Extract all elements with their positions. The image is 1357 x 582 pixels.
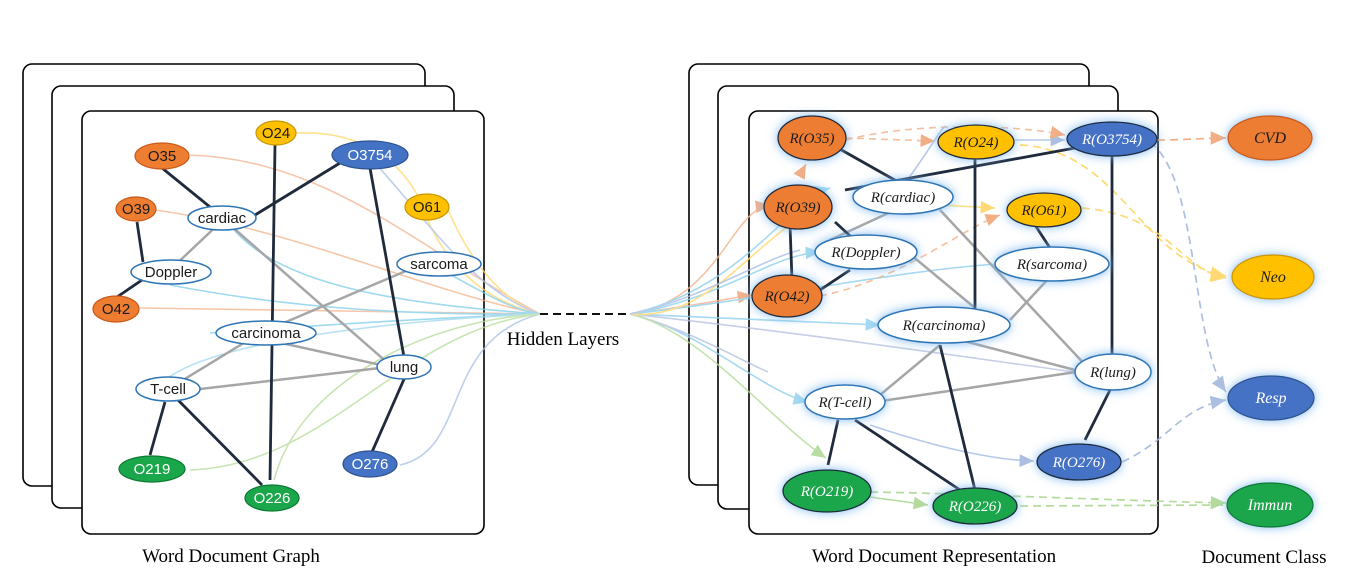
svg-text:O42: O42 (102, 301, 130, 318)
svg-text:R(Doppler): R(Doppler) (830, 245, 900, 261)
svg-text:cardiac: cardiac (198, 210, 247, 227)
svg-text:R(O219): R(O219) (800, 484, 854, 500)
repr-node-sarcoma: R(sarcoma) (994, 246, 1110, 282)
repr-node-doppler: R(Doppler) (814, 234, 918, 270)
svg-text:T-cell: T-cell (150, 381, 186, 398)
left-caption: Word Document Graph (142, 546, 320, 567)
node-o39: O39 (115, 196, 157, 222)
svg-text:R(O24): R(O24) (953, 135, 999, 151)
svg-text:O276: O276 (352, 456, 389, 473)
node-cardiac: cardiac (187, 205, 257, 231)
svg-text:R(O35): R(O35) (789, 131, 835, 147)
repr-node-lung: R(lung) (1074, 353, 1152, 391)
svg-text:O61: O61 (413, 199, 441, 216)
node-o42: O42 (92, 295, 140, 323)
repr-node-o3754: R(O3754) (1066, 121, 1158, 157)
class-resp: Resp (1227, 375, 1315, 421)
svg-text:Resp: Resp (1254, 390, 1286, 407)
classes-caption: Document Class (1201, 547, 1326, 568)
svg-text:Doppler: Doppler (145, 264, 198, 281)
svg-text:R(T-cell): R(T-cell) (817, 395, 871, 411)
svg-text:R(O226): R(O226) (948, 499, 1002, 515)
node-carcinoma: carcinoma (215, 320, 317, 346)
svg-text:sarcoma: sarcoma (410, 256, 468, 273)
svg-text:carcinoma: carcinoma (231, 325, 301, 342)
svg-text:R(carcinoma): R(carcinoma) (902, 318, 986, 334)
svg-text:R(O42): R(O42) (764, 289, 810, 305)
svg-text:lung: lung (390, 359, 418, 376)
svg-text:Neo: Neo (1259, 269, 1286, 286)
node-o226: O226 (244, 484, 300, 512)
class-arrows (869, 131, 1227, 510)
repr-node-cardiac: R(cardiac) (852, 179, 954, 215)
repr-node-o39: R(O39) (763, 184, 833, 230)
class-immun: Immun (1226, 482, 1314, 528)
repr-node-o61: R(O61) (1006, 192, 1082, 228)
svg-text:Immun: Immun (1247, 497, 1292, 514)
hidden-layers-label: Hidden Layers (507, 329, 619, 350)
right-graph-nodes: R(O35) R(O24) R(O3754) R(O39) R(cardiac)… (751, 115, 1158, 525)
svg-text:O35: O35 (148, 148, 176, 165)
repr-node-o226: R(O226) (932, 487, 1018, 525)
svg-text:R(O39): R(O39) (775, 200, 821, 216)
node-lung: lung (376, 354, 432, 380)
node-o35: O35 (134, 142, 190, 170)
document-class-nodes: CVD Neo Resp Immun (1226, 115, 1315, 528)
svg-text:O3754: O3754 (347, 147, 392, 164)
node-doppler: Doppler (130, 259, 212, 285)
svg-text:R(O61): R(O61) (1021, 203, 1067, 219)
repr-node-o276: R(O276) (1036, 443, 1122, 481)
svg-text:R(sarcoma): R(sarcoma) (1016, 257, 1087, 273)
left-flow-curves (139, 132, 541, 481)
node-tcell: T-cell (135, 376, 201, 402)
svg-text:R(lung): R(lung) (1089, 365, 1136, 381)
right-caption: Word Document Representation (812, 546, 1057, 567)
repr-node-o24: R(O24) (937, 124, 1015, 160)
svg-text:R(cardiac): R(cardiac) (870, 190, 935, 206)
repr-node-o42: R(O42) (751, 274, 823, 318)
svg-text:O39: O39 (122, 201, 150, 218)
repr-node-o219: R(O219) (782, 469, 872, 513)
svg-text:O226: O226 (254, 490, 291, 507)
svg-text:R(O3754): R(O3754) (1081, 132, 1142, 148)
node-o61: O61 (404, 193, 450, 221)
node-o24: O24 (255, 120, 297, 146)
svg-text:CVD: CVD (1254, 130, 1286, 147)
class-cvd: CVD (1227, 115, 1313, 161)
svg-text:O219: O219 (134, 461, 171, 478)
repr-node-carcinoma: R(carcinoma) (877, 306, 1011, 344)
node-sarcoma: sarcoma (396, 251, 482, 277)
left-graph-nodes: O35 O24 O3754 O39 cardiac O61 Doppler s (92, 120, 482, 512)
node-o3754: O3754 (331, 140, 409, 170)
node-o219: O219 (118, 455, 186, 483)
repr-node-o35: R(O35) (777, 115, 847, 161)
node-o276: O276 (342, 450, 398, 478)
svg-text:O24: O24 (262, 125, 290, 142)
svg-text:R(O276): R(O276) (1052, 455, 1106, 471)
class-neo: Neo (1231, 254, 1315, 300)
repr-node-tcell: R(T-cell) (804, 384, 886, 420)
